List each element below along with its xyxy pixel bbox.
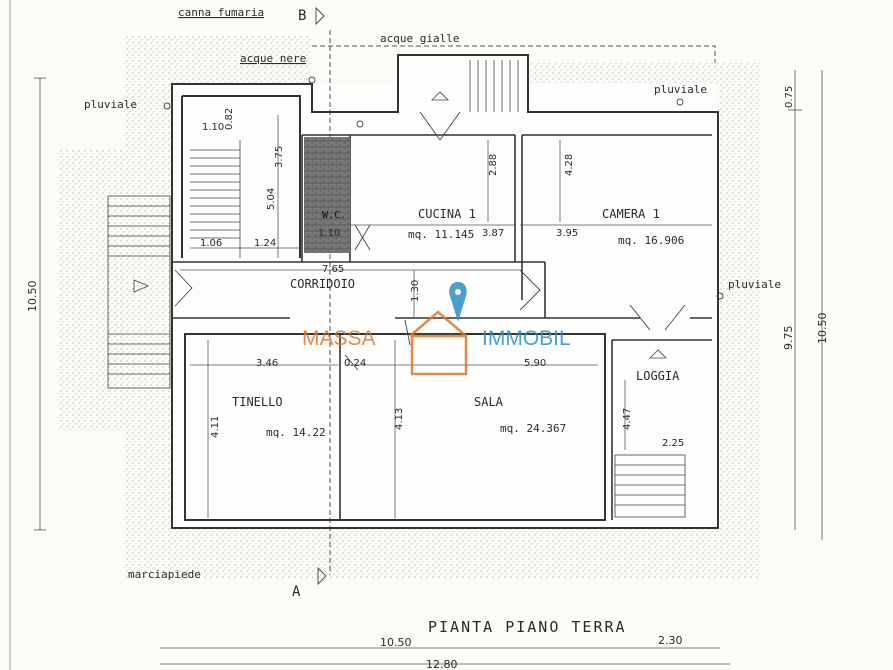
dim-124: 1.24 bbox=[254, 238, 276, 249]
watermark-house-icon bbox=[409, 282, 468, 376]
dim-428: 4.28 bbox=[564, 154, 575, 176]
watermark-text-left: MASSA bbox=[302, 327, 376, 350]
label-acque-nere: acque nere bbox=[240, 52, 306, 65]
building-interior bbox=[172, 55, 718, 528]
room-tinello-name: TINELLO bbox=[232, 395, 283, 409]
label-pluviale-right: pluviale bbox=[728, 278, 781, 291]
dim-110: 1.10 bbox=[202, 122, 224, 133]
dim-375: 3.75 bbox=[274, 146, 285, 168]
dim-024: 0.24 bbox=[344, 358, 366, 369]
dim-1280: 12.80 bbox=[426, 658, 458, 670]
dim-504: 5.04 bbox=[266, 188, 277, 210]
dim-1050-left: 10.50 bbox=[26, 281, 39, 313]
dim-106: 1.06 bbox=[200, 238, 222, 249]
dim-395: 3.95 bbox=[556, 228, 578, 239]
dim-225: 2.25 bbox=[662, 438, 684, 449]
room-sala-area: mq. 24.367 bbox=[500, 422, 566, 435]
interior-stairs bbox=[190, 140, 241, 258]
room-loggia-name: LOGGIA bbox=[636, 369, 680, 383]
label-marciapiede: marciapiede bbox=[128, 568, 201, 581]
room-camera-name: CAMERA 1 bbox=[602, 207, 660, 221]
label-acque-gialle: acque gialle bbox=[380, 32, 459, 45]
room-corridoio-name: CORRIDOIO bbox=[290, 277, 355, 291]
dim-1050-bottom: 10.50 bbox=[380, 636, 412, 649]
dim-413: 4.13 bbox=[394, 408, 405, 430]
dim-230: 2.30 bbox=[658, 634, 683, 647]
room-sala-name: SALA bbox=[474, 395, 504, 409]
watermark: MASSA IMMOBIL bbox=[302, 282, 571, 376]
exterior-stairs bbox=[107, 195, 171, 389]
label-canna-fumaria: canna fumaria bbox=[178, 6, 264, 19]
label-wc: W.C. bbox=[322, 210, 346, 221]
dim-082: 0.82 bbox=[224, 108, 235, 130]
room-camera-area: mq. 16.906 bbox=[618, 234, 684, 247]
dim-447: 4.47 bbox=[622, 408, 633, 430]
dim-590: 5.90 bbox=[524, 358, 546, 369]
dim-387: 3.87 bbox=[482, 228, 504, 239]
dimension-labels: 1.10 0.82 3.75 5.04 1.06 1.24 2.88 1.10 … bbox=[26, 86, 829, 670]
label-section-b: B bbox=[298, 8, 306, 24]
room-labels: CUCINA 1 mq. 11.145 CAMERA 1 mq. 16.906 … bbox=[232, 207, 684, 439]
wc-block bbox=[304, 137, 350, 253]
room-cucina-area: mq. 11.145 bbox=[408, 228, 474, 241]
dim-975: 9.75 bbox=[782, 326, 795, 351]
label-section-a: A bbox=[292, 584, 301, 600]
dim-288: 2.88 bbox=[488, 154, 499, 176]
dim-346: 3.46 bbox=[256, 358, 278, 369]
dim-075: 0.75 bbox=[784, 86, 795, 108]
label-pluviale-left: pluviale bbox=[84, 98, 137, 111]
room-cucina-name: CUCINA 1 bbox=[418, 207, 476, 221]
plan-title: PIANTA PIANO TERRA bbox=[428, 618, 627, 636]
annotation-labels: canna fumaria B acque nere acque gialle … bbox=[84, 6, 781, 600]
dim-110b: 1.10 bbox=[318, 228, 340, 239]
label-pluviale-top-right: pluviale bbox=[654, 83, 707, 96]
dim-130: 1.30 bbox=[410, 280, 421, 302]
dim-411: 4.11 bbox=[210, 416, 221, 438]
dim-765: 7.65 bbox=[322, 264, 344, 275]
room-tinello-area: mq. 14.22 bbox=[266, 426, 326, 439]
dim-1050-right: 10.50 bbox=[816, 313, 829, 345]
watermark-text-right: IMMOBIL bbox=[482, 327, 571, 350]
